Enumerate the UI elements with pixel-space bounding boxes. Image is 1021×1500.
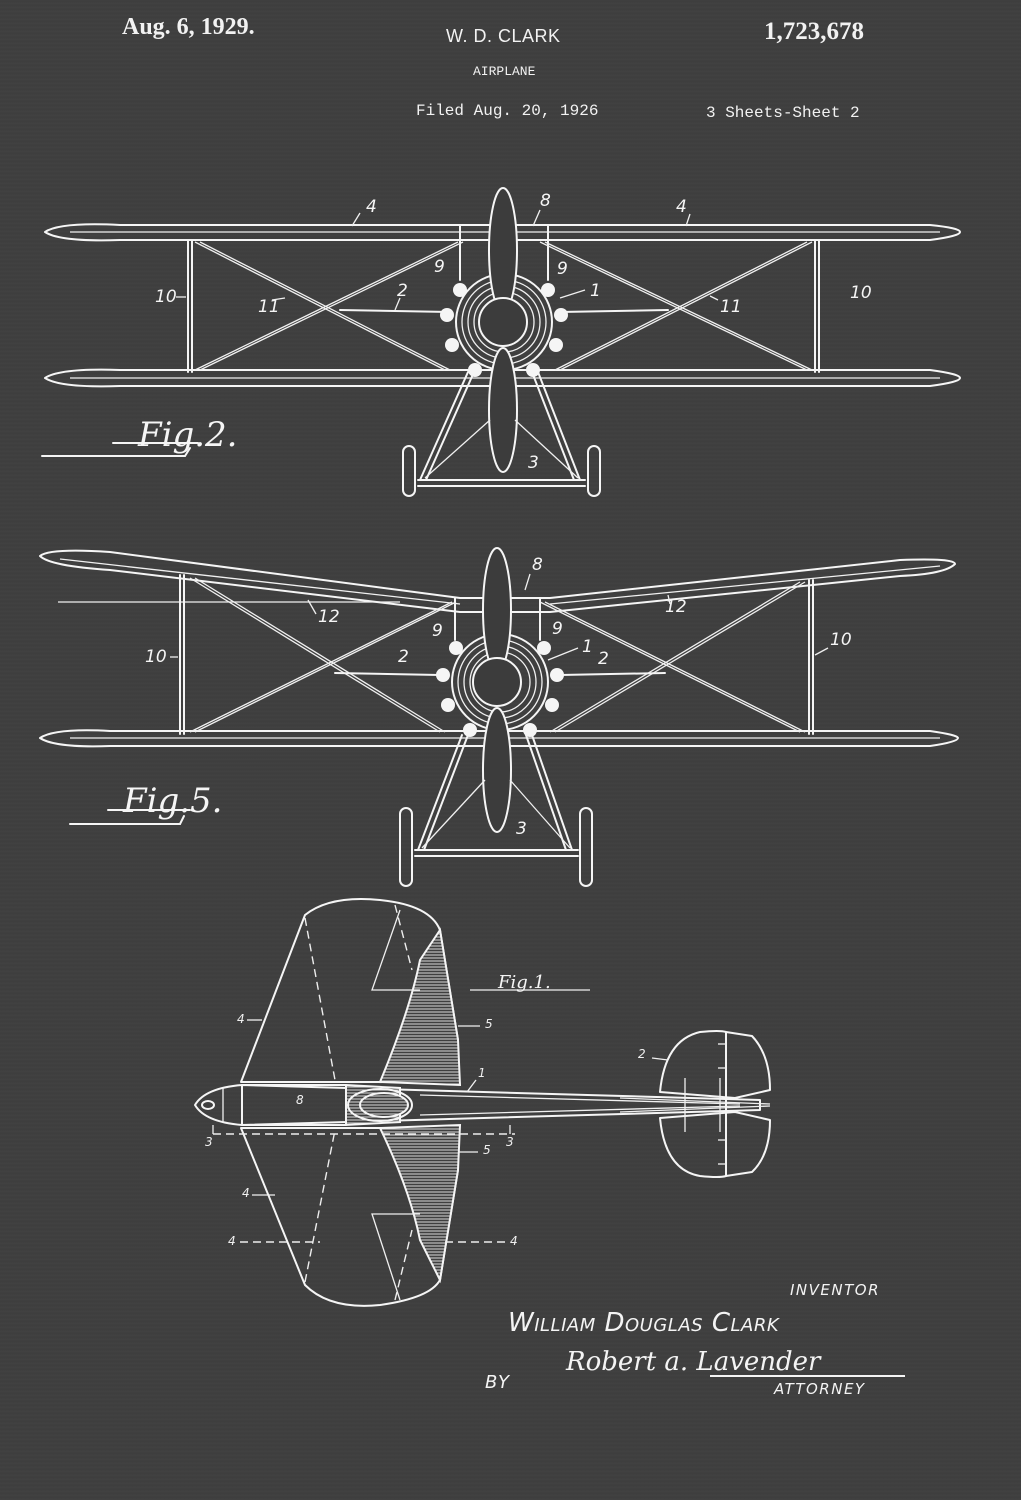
svg-text:11: 11	[258, 297, 280, 317]
patent-title: AIRPLANE	[473, 64, 536, 79]
svg-text:1: 1	[590, 281, 601, 301]
svg-text:2: 2	[397, 281, 408, 301]
figure-2-front-view: 4 8 4 10 11 2 9 9 1 11 10 3 Fig.2.	[41, 187, 961, 497]
fig1-label: Fig.1.	[497, 972, 551, 993]
svg-text:3: 3	[516, 819, 527, 839]
svg-text:12: 12	[318, 607, 340, 627]
svg-text:9: 9	[552, 619, 563, 639]
svg-text:2: 2	[638, 1047, 646, 1061]
svg-text:9: 9	[434, 257, 445, 277]
by-label: BY	[485, 1372, 511, 1393]
svg-text:4: 4	[510, 1234, 518, 1248]
patent-number: 1,723,678	[764, 18, 864, 45]
svg-text:3: 3	[205, 1135, 213, 1149]
svg-text:4: 4	[228, 1234, 236, 1248]
inventor-short-name: W. D. CLARK	[446, 26, 561, 46]
svg-text:9: 9	[557, 259, 568, 279]
svg-text:8: 8	[296, 1093, 304, 1107]
sheet-count: 3 Sheets-Sheet 2	[706, 104, 860, 122]
inventor-label: INVENTOR	[790, 1281, 880, 1299]
svg-text:1: 1	[582, 637, 593, 657]
svg-text:3: 3	[528, 453, 539, 473]
svg-text:4: 4	[676, 197, 687, 217]
attorney-signature: Robert a. Lavender	[566, 1347, 821, 1377]
svg-text:11: 11	[720, 297, 742, 317]
svg-text:1: 1	[478, 1066, 486, 1080]
svg-text:3: 3	[506, 1135, 514, 1149]
svg-text:8: 8	[532, 555, 543, 575]
svg-text:9: 9	[432, 621, 443, 641]
issue-date: Aug. 6, 1929.	[122, 14, 255, 40]
svg-text:4: 4	[242, 1186, 250, 1200]
svg-text:5: 5	[483, 1143, 491, 1157]
svg-text:4: 4	[237, 1012, 245, 1026]
attorney-label: ATTORNEY	[774, 1380, 866, 1398]
filed-date: Filed Aug. 20, 1926	[416, 102, 599, 120]
svg-text:2: 2	[598, 649, 609, 669]
inventor-name: William Douglas Clark	[508, 1308, 780, 1338]
svg-text:10: 10	[850, 283, 872, 303]
figure-1-plan-view: 4 5 1 2 8 3 3 5 4 4 4 Fig.1.	[194, 898, 771, 1307]
fig5-label: Fig.5.	[122, 781, 222, 821]
svg-text:10: 10	[830, 630, 852, 650]
svg-text:10: 10	[145, 647, 167, 667]
svg-text:5: 5	[485, 1017, 493, 1031]
svg-text:10: 10	[155, 287, 177, 307]
fig2-label: Fig.2.	[137, 415, 237, 455]
svg-text:12: 12	[665, 597, 687, 617]
figure-5-front-view-dihedral: 8 12 12 10 9 9 2 1 2 10 3 Fig.5.	[39, 547, 959, 887]
svg-text:8: 8	[540, 191, 551, 211]
svg-text:4: 4	[366, 197, 377, 217]
svg-text:2: 2	[398, 647, 409, 667]
